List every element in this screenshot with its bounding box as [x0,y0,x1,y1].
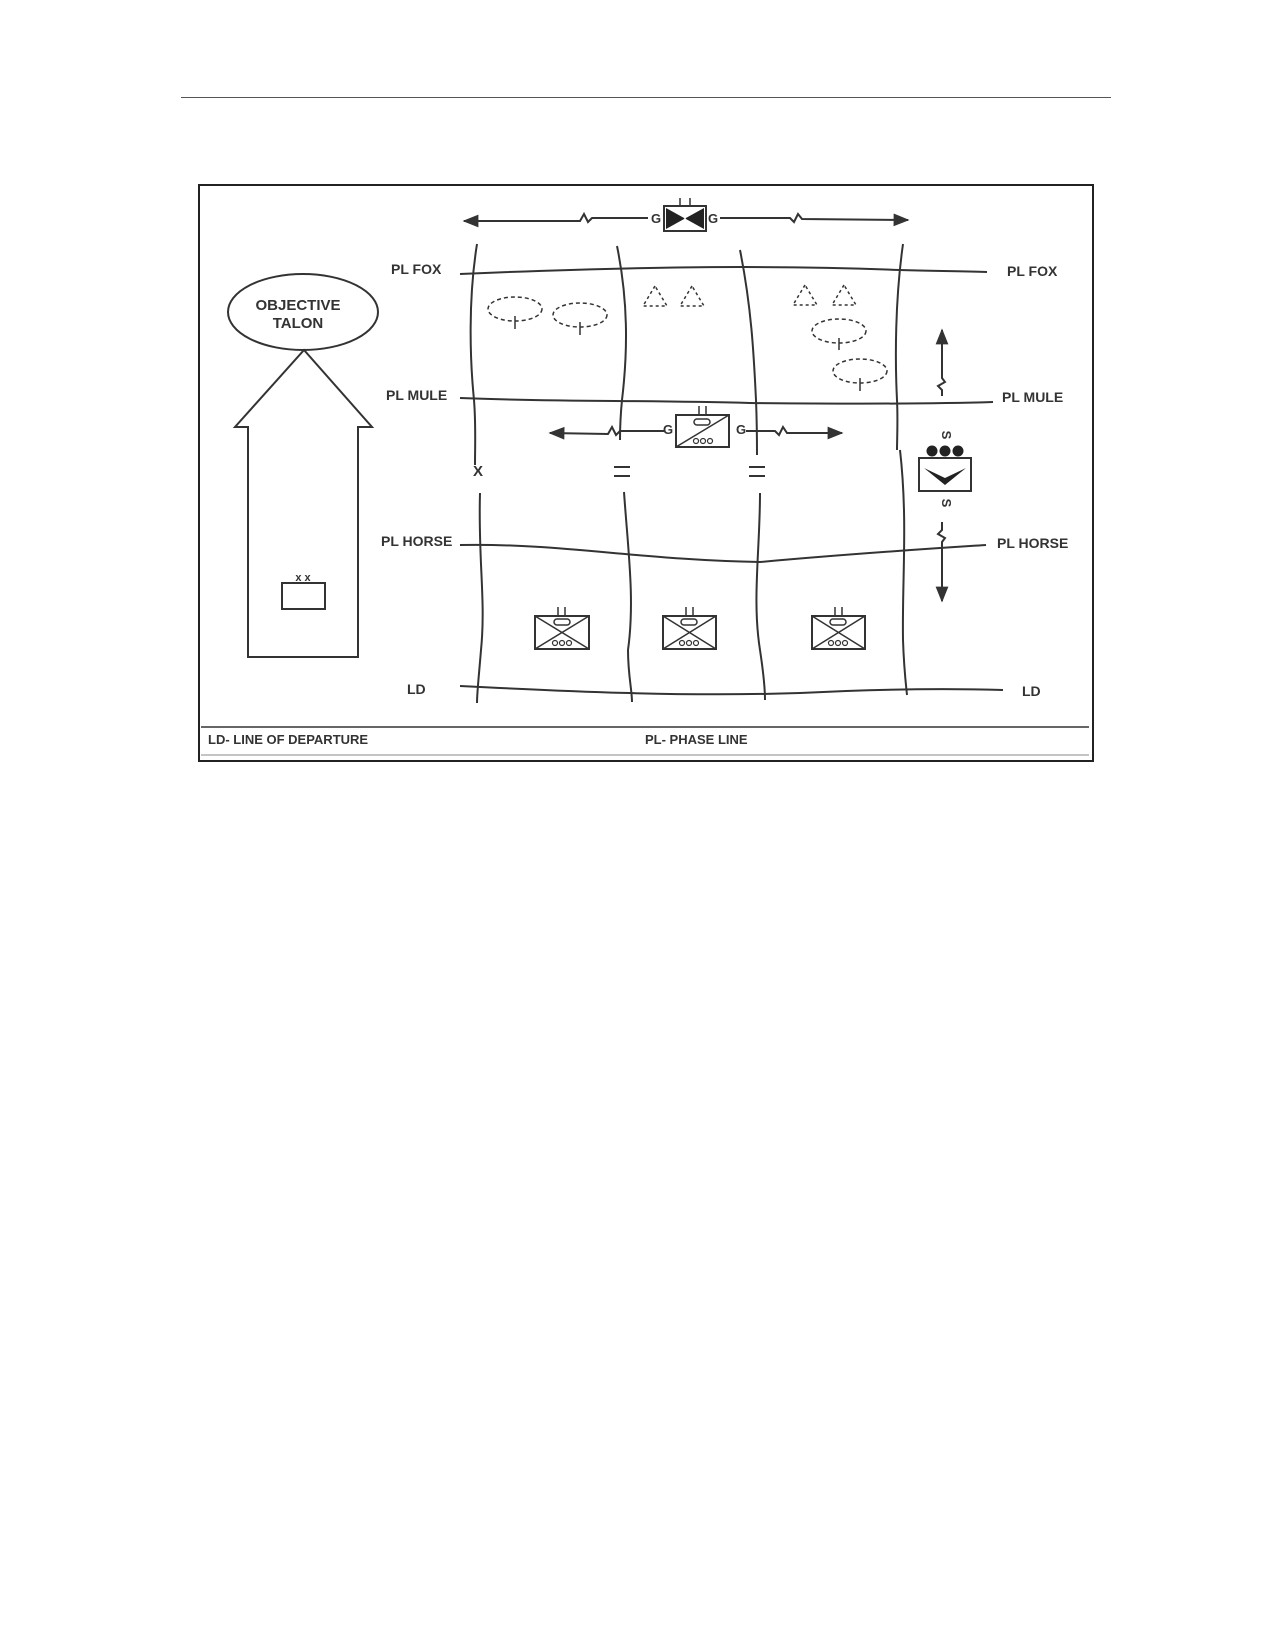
armored-cavalry-troop-icon [675,406,730,448]
guard-arrows-middle [548,424,844,440]
battle-position-icon [487,296,543,329]
phase-line-horse [459,543,987,564]
pl-mule-label-right: PL MULE [1002,389,1063,405]
phase-line-fox [459,266,988,275]
observation-post-icon [791,283,819,306]
observation-post-icon [678,284,706,307]
battalion-boundary-marker-1 [614,466,630,477]
screen-label-top: S [939,431,954,440]
pl-horse-label-left: PL HORSE [381,533,452,549]
screen-arrows [935,328,949,603]
objective-label-line2: TALON [273,315,324,332]
tank-company-icon [534,607,590,650]
boundary-brigade-lower [476,492,484,704]
pl-fox-label-left: PL FOX [391,261,442,277]
boundary-battalion-1-upper [616,245,627,441]
top-rule [181,97,1111,98]
objective-label-line1: OBJECTIVE [255,297,340,314]
boundary-flank-upper [894,243,904,451]
guard-arrows-top [462,211,910,228]
observation-post-icon [830,283,858,306]
pl-horse-label-right: PL HORSE [997,535,1068,551]
pl-fox-label-right: PL FOX [1007,263,1058,279]
diagram-frame [198,184,1094,762]
armored-cavalry-squadron-icon [663,198,707,232]
legend-ld: LD- LINE OF DEPARTURE [208,732,368,747]
guard-label-top-left: G [651,211,661,226]
tank-company-icon [662,607,717,650]
tank-company-icon [811,607,866,650]
ld-label-left: LD [407,681,426,697]
screen-label-bottom: S [939,499,954,508]
battle-position-icon [832,358,888,391]
legend-pl: PL- PHASE LINE [645,732,748,747]
boundary-battalion-2-lower [755,492,766,701]
observation-post-icon [641,284,669,307]
division-hq-icon [281,582,326,610]
brigade-boundary-marker: X [473,463,483,480]
boundary-flank-lower [899,449,908,696]
battalion-boundary-marker-2 [749,466,765,477]
axis-of-advance-arrow [232,348,375,658]
boundary-brigade-upper [469,243,478,466]
guard-label-middle-right: G [736,422,746,437]
guard-label-top-right: G [708,211,718,226]
battle-position-icon [552,302,608,335]
guard-label-middle-left: G [663,422,673,437]
battle-position-icon [811,318,867,350]
ld-label-right: LD [1022,683,1041,699]
phase-line-ld [459,685,1004,696]
cavalry-screen-troop-icon [918,445,972,492]
boundary-battalion-1-lower [623,491,633,703]
pl-mule-label-left: PL MULE [386,387,447,403]
phase-line-mule [459,397,994,405]
boundary-battalion-2-upper [739,249,758,456]
division-echelon: x x [295,572,311,584]
